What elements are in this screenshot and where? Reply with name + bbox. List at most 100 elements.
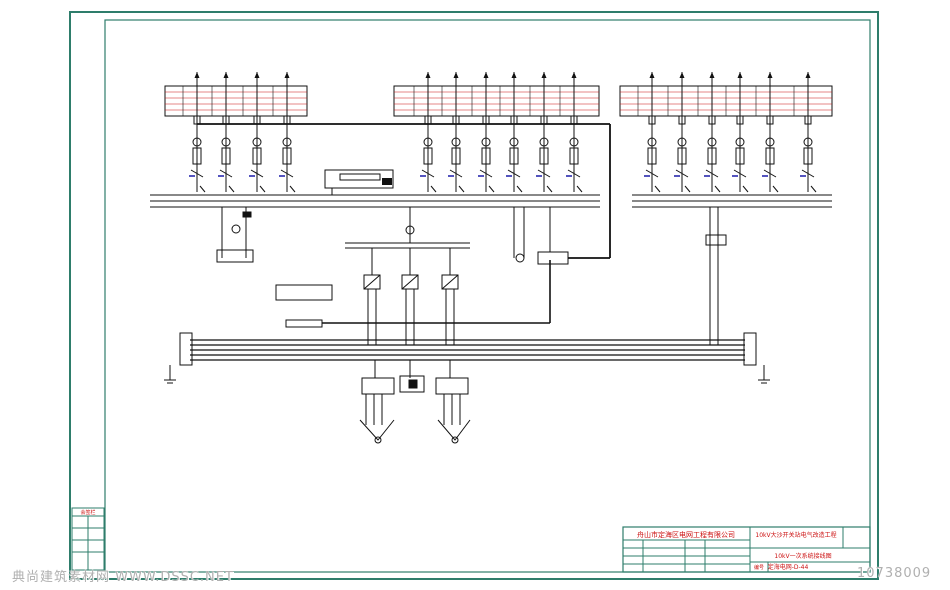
watermark-left: 典尚建筑素材网 WWW.DSSC.NET — [12, 570, 234, 585]
feeder-breaker — [451, 147, 461, 165]
feeder-switch — [449, 169, 463, 178]
feeder-fuse — [677, 137, 687, 147]
feeder-tap — [742, 185, 749, 193]
feeder-arrow — [571, 72, 577, 78]
bottom-boxes — [359, 360, 471, 444]
feeder-tap — [576, 185, 583, 193]
feeder-fuse — [221, 137, 231, 147]
feeder-breaker — [282, 147, 292, 165]
feeder-ct — [708, 115, 716, 125]
feeder-fuse — [423, 137, 433, 147]
feeder-arrow — [453, 72, 459, 78]
feeder-arrow — [425, 72, 431, 78]
feeder-breaker — [221, 147, 231, 165]
feeder-tap — [228, 185, 235, 193]
feeder-fuse — [282, 137, 292, 147]
watermark-right: 10738009 — [857, 566, 932, 581]
feeder-fuse — [803, 137, 813, 147]
feeder-tap — [516, 185, 523, 193]
side-stamp-block: 会签栏 — [71, 507, 105, 571]
title-block: 舟山市定海区电网工程有限公司 10kV大沙开关站电气改造工程 10kV一次系统接… — [622, 526, 871, 573]
feeder-switch — [733, 169, 747, 178]
feeder-tap — [289, 185, 296, 193]
feeder-arrow — [679, 72, 685, 78]
feeder-switch — [801, 169, 815, 178]
feeder-arrow — [223, 72, 229, 78]
feeder-tap — [772, 185, 779, 193]
feeder-fuse — [539, 137, 549, 147]
feeder-breaker — [423, 147, 433, 165]
feeder-ct — [736, 115, 744, 125]
feeder-table — [393, 85, 600, 117]
title-drawing-no: 定海电网-D-44 — [768, 563, 809, 571]
feeder-ct — [804, 115, 812, 125]
feeder-switch — [763, 169, 777, 178]
feeder-switch — [645, 169, 659, 178]
feeder-switch — [479, 169, 493, 178]
bus-coupler — [324, 169, 394, 195]
feeder-arrow — [767, 72, 773, 78]
feeder-arrow — [541, 72, 547, 78]
feeder-tap — [458, 185, 465, 193]
feeder-tap — [810, 185, 817, 193]
feeder-switch — [675, 169, 689, 178]
feeder-fuse — [192, 137, 202, 147]
feeder-tap — [546, 185, 553, 193]
feeder-fuse — [765, 137, 775, 147]
feeder-groups — [164, 72, 833, 193]
feeder-tap — [259, 185, 266, 193]
feeder-switch — [705, 169, 719, 178]
feeder-tap — [199, 185, 206, 193]
feeder-breaker — [569, 147, 579, 165]
rectifier-section — [275, 207, 569, 345]
feeder-breaker — [192, 147, 202, 165]
feeder-arrow — [254, 72, 260, 78]
feeder-tap — [430, 185, 437, 193]
title-project: 10kV大沙开关站电气改造工程 — [755, 531, 836, 539]
feeder-switch — [421, 169, 435, 178]
feeder-switch — [190, 169, 204, 178]
feeder-breaker — [481, 147, 491, 165]
feeder-switch — [507, 169, 521, 178]
feeder-fuse — [509, 137, 519, 147]
feeder-arrow — [649, 72, 655, 78]
feeder-switch — [537, 169, 551, 178]
aux-load-left — [216, 207, 254, 263]
feeder-fuse — [707, 137, 717, 147]
inner-frame — [104, 19, 871, 573]
feeder-fuse — [481, 137, 491, 147]
feeder-arrow — [737, 72, 743, 78]
feeder-ct — [766, 115, 774, 125]
feeder-breaker — [765, 147, 775, 165]
feeder-fuse — [252, 137, 262, 147]
feeder-tap — [714, 185, 721, 193]
feeder-fuse — [569, 137, 579, 147]
aux-right-column — [705, 207, 727, 345]
feeder-tap — [488, 185, 495, 193]
feeder-table — [164, 85, 308, 117]
main-busbars — [150, 123, 832, 259]
feeder-arrow — [194, 72, 200, 78]
feeder-switch — [219, 169, 233, 178]
feeder-switch — [567, 169, 581, 178]
feeder-arrow — [284, 72, 290, 78]
feeder-tap — [654, 185, 661, 193]
feeder-arrow — [709, 72, 715, 78]
feeder-breaker — [735, 147, 745, 165]
title-sheet: 10kV一次系统接线图 — [774, 552, 831, 560]
title-company: 舟山市定海区电网工程有限公司 — [637, 530, 735, 539]
title-sheet-no-label: 编号 — [754, 564, 764, 571]
feeder-fuse — [451, 137, 461, 147]
dc-bus-terminals — [164, 332, 770, 384]
feeder-ct — [648, 115, 656, 125]
feeder-tap — [684, 185, 691, 193]
dc-busbars — [190, 339, 745, 361]
feeder-switch — [250, 169, 264, 178]
feeder-breaker — [647, 147, 657, 165]
outer-frame — [69, 11, 879, 580]
feeder-breaker — [803, 147, 813, 165]
feeder-breaker — [677, 147, 687, 165]
feeder-ct — [678, 115, 686, 125]
feeder-fuse — [735, 137, 745, 147]
